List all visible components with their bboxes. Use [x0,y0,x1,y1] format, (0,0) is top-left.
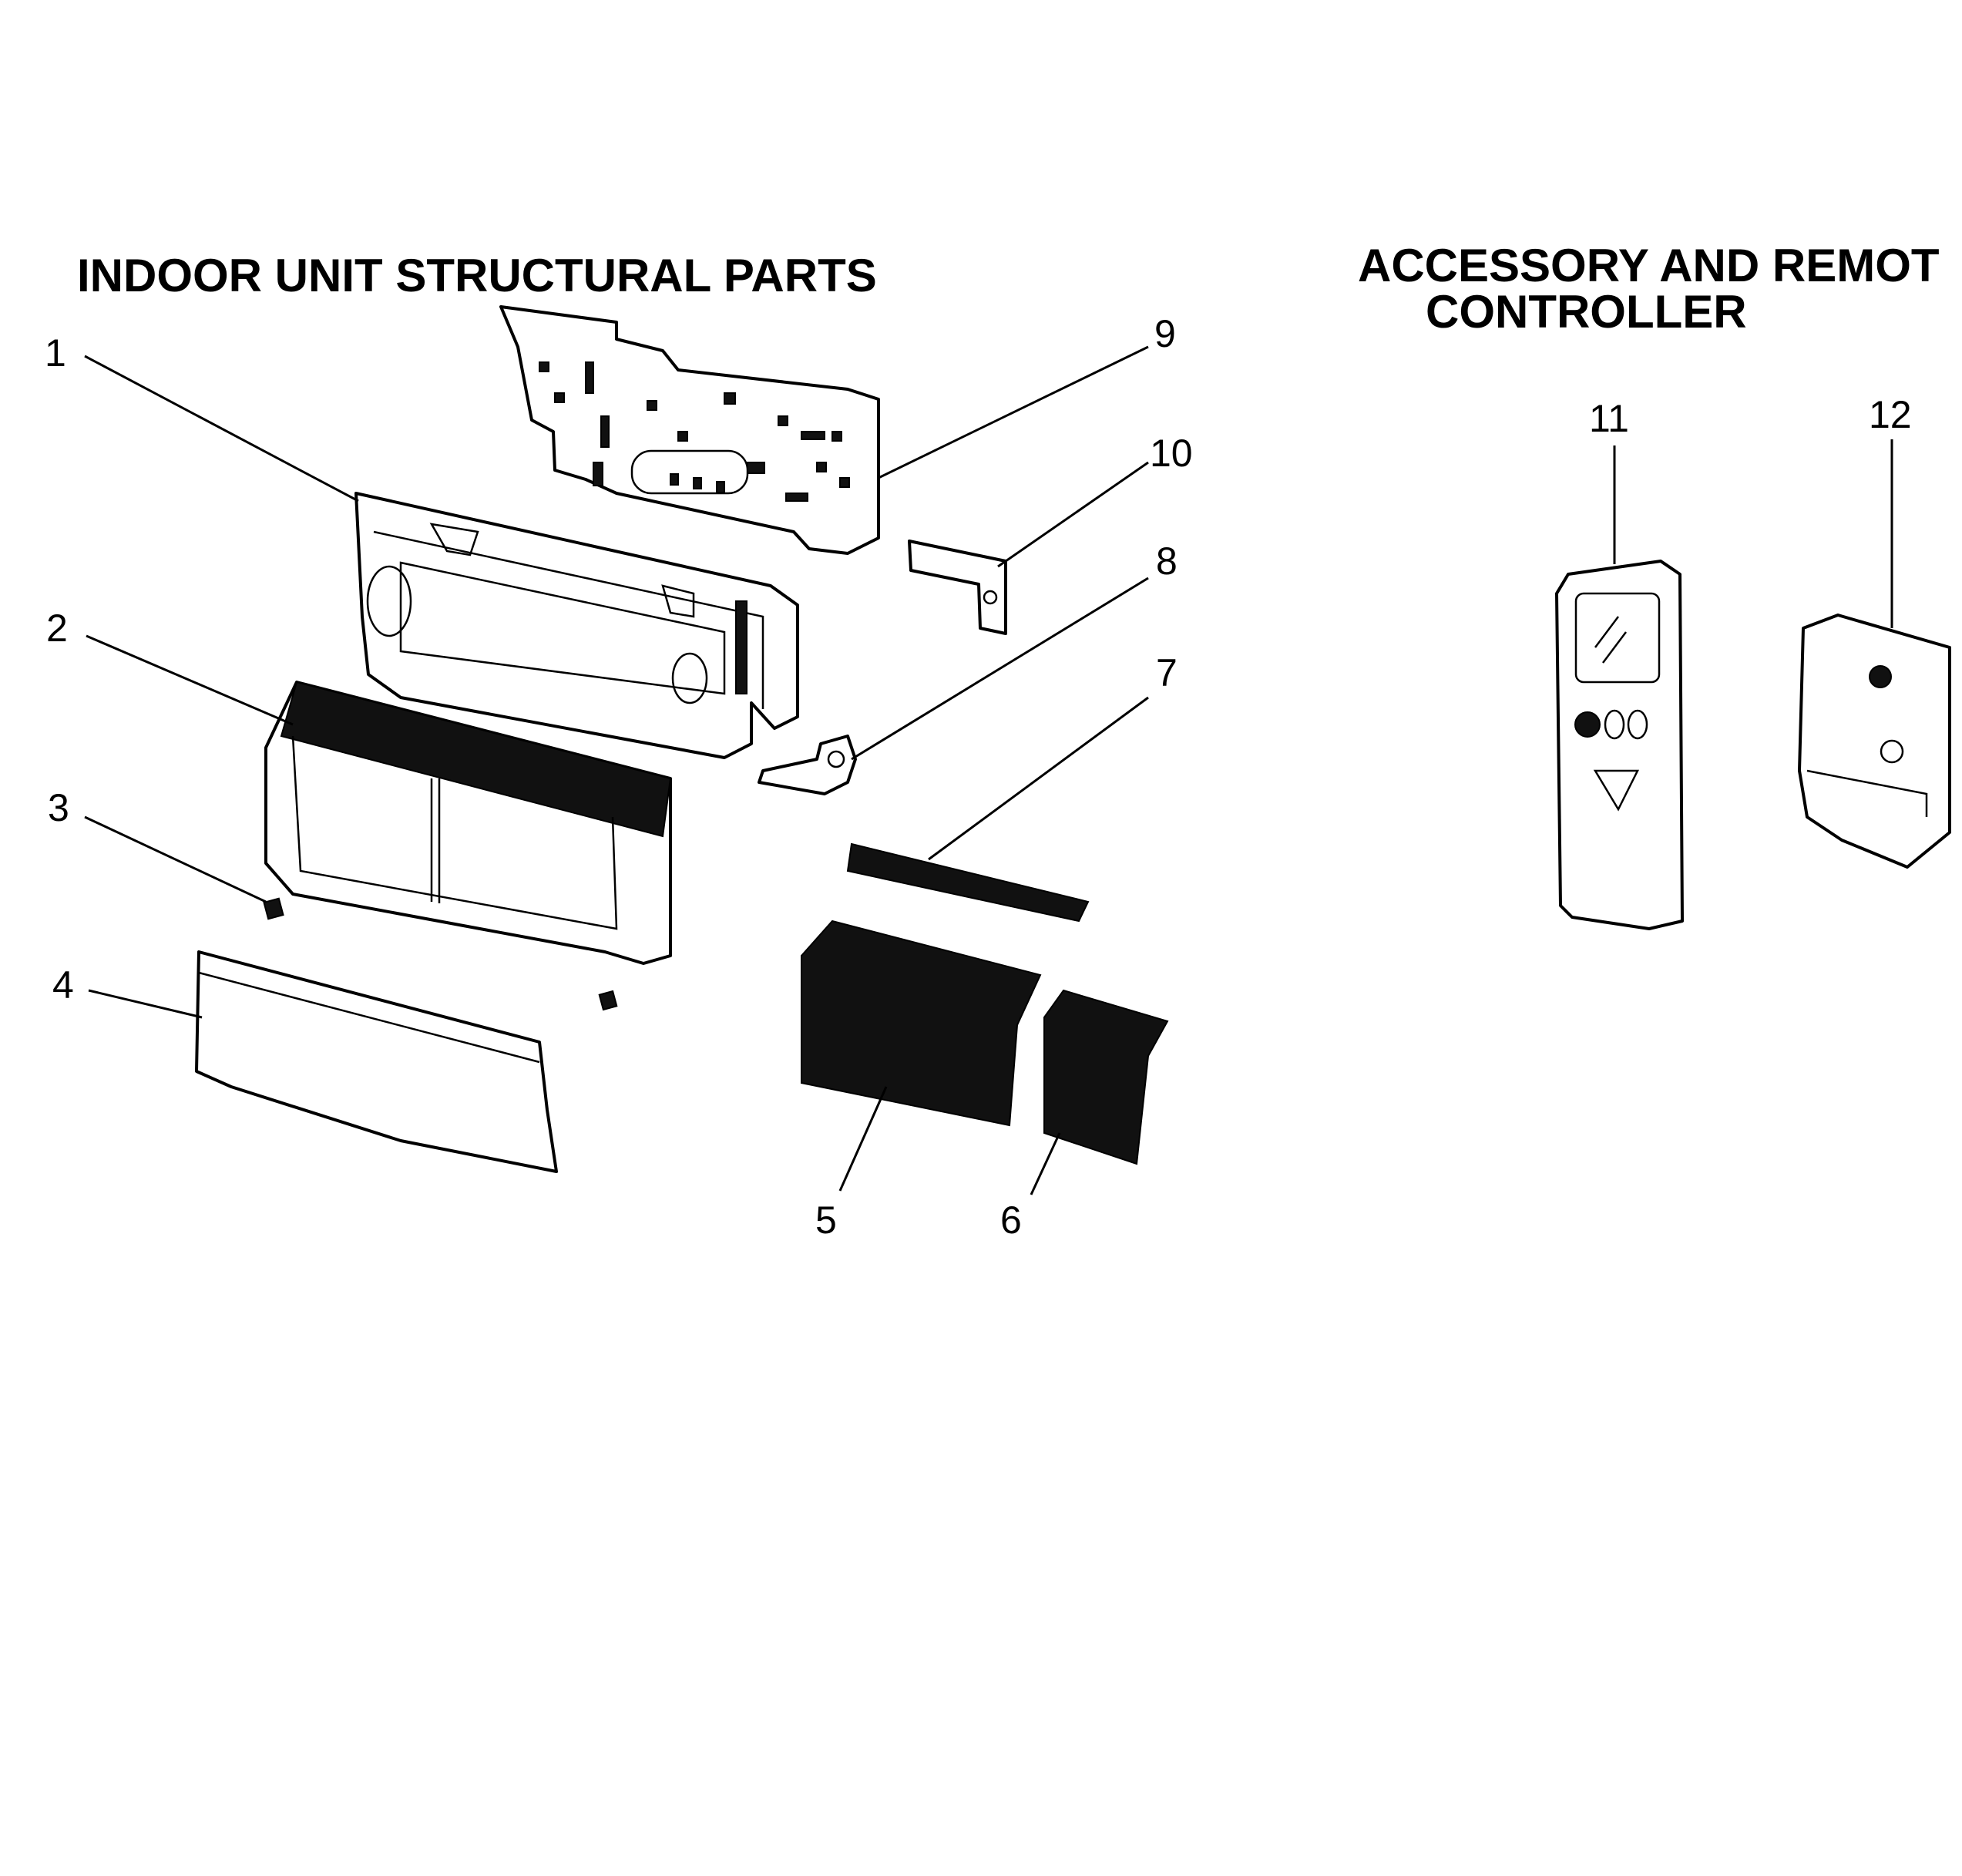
callout-11: 11 [1589,397,1629,440]
front-cover-panel-icon [195,950,558,1173]
callout-7: 7 [1156,651,1178,694]
callout-10: 10 [1150,432,1193,475]
louver-blade-icon [846,842,1090,923]
leader-line-7 [928,696,1149,861]
callout-8: 8 [1156,540,1178,583]
leader-line-10 [997,461,1149,568]
mounting-bracket-icon [908,540,1007,635]
callout-6: 6 [1000,1199,1022,1242]
callout-9: 9 [1154,312,1176,355]
air-filter-left-icon [801,920,1042,1127]
leader-line-4 [88,989,203,1019]
leader-line-8 [851,577,1149,761]
callout-4: 4 [52,963,74,1007]
callout-12: 12 [1869,393,1912,436]
air-filter-right-icon [1043,989,1169,1165]
callout-3: 3 [48,786,69,829]
wall-mounting-plate-icon [499,305,880,555]
callout-1: 1 [45,331,66,375]
leader-line-1 [84,355,359,503]
screw-cap-icon [263,897,618,1011]
callout-5: 5 [815,1199,837,1242]
front-panel-grille-icon [264,681,672,965]
leader-line-6 [1030,1132,1061,1195]
leader-line-9 [878,345,1149,479]
remote-controller-icon [1555,560,1684,930]
indoor-section-title: INDOOR UNIT STRUCTURAL PARTS [77,250,877,301]
leader-line-3 [84,815,267,903]
accessory-section-title-line2: CONTROLLER [1426,286,1747,338]
bracket-icon [758,735,857,795]
leader-line-5 [838,1086,888,1192]
indoor-unit-chassis-icon [354,492,799,759]
callout-2: 2 [46,607,68,650]
accessory-section-title-line1: ACCESSORY AND REMOT [1358,240,1940,291]
leader-line-2 [86,634,294,726]
leader-lines [84,345,1893,1195]
remote-holder-icon [1798,614,1951,869]
